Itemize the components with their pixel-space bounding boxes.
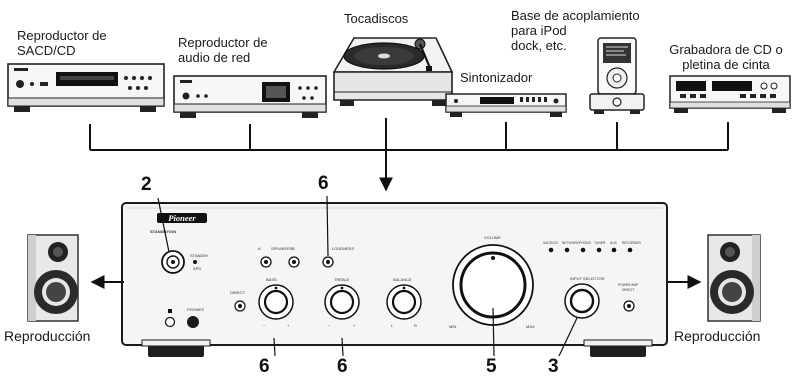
source-label-dock-line1: Base de acoplamiento (511, 8, 640, 23)
source-label-tuner-line1: Sintonizador (460, 70, 533, 85)
source-label-network-line2: audio de red (178, 50, 251, 65)
power-amp-label-2: DIRECT (622, 288, 634, 292)
source-label-sacd-line1: Reproductor de (17, 28, 107, 43)
indicator-label-sacd: SACD/CD (543, 241, 558, 245)
balance-r: R (414, 323, 417, 328)
speaker-a-label: A (258, 246, 261, 251)
cd-cassette-recorder (669, 75, 791, 113)
callout-input-selector: 3 (548, 356, 559, 377)
callout-treble: 6 (337, 356, 348, 377)
dimmer-button[interactable] (164, 316, 176, 328)
output-label-left: Reproducción (4, 328, 91, 344)
bass-label: BASS (266, 277, 277, 282)
brand-logo: Pioneer (168, 213, 196, 223)
speaker-b-label: B (292, 246, 295, 251)
volume-max: MAX (526, 324, 535, 329)
direct-label: DIRECT (230, 290, 245, 295)
indicator-led-phono (580, 247, 586, 253)
indicator-label-recorder: RECORDER (622, 241, 641, 245)
power-amp-label-1: POWER AMP (618, 283, 639, 287)
bass-minus: − (263, 323, 266, 328)
ipod-dock (589, 37, 645, 114)
speakers-label: SPEAKERS (271, 246, 293, 251)
source-label-sacd: Reproductor de SACD/CD (17, 28, 107, 58)
indicator-label-network: NETWORK (562, 241, 580, 245)
indicator-led-aux (611, 247, 617, 253)
indicator-label-tuner: TUNER (594, 241, 606, 245)
treble-plus: + (353, 323, 356, 328)
output-label-right: Reproducción (674, 328, 761, 344)
source-label-network-line1: Reproductor de (178, 35, 268, 50)
input-selector-label: INPUT SELECTOR (570, 276, 605, 281)
indicator-label-aux: AUX (610, 241, 618, 245)
source-label-tuner: Sintonizador (460, 70, 532, 85)
turntable (332, 37, 454, 106)
source-label-recorder: Grabadora de CD o pletina de cinta (656, 42, 796, 72)
network-player (173, 75, 327, 118)
indicator-label-phono: PHONO (579, 241, 592, 245)
source-label-dock-line2: para iPod (511, 23, 567, 38)
balance-label: BALANCE (393, 277, 412, 282)
amplifier: Pioneer STANDBY/ON STANDBY APD PHONES DI… (121, 195, 668, 357)
speaker-left (27, 234, 79, 322)
treble-minus: − (328, 323, 331, 328)
indicator-led-network (564, 247, 570, 253)
source-label-network: Reproductor de audio de red (178, 35, 268, 65)
speaker-right (707, 234, 761, 322)
sacd-player (7, 63, 165, 112)
loudness-label: LOUDNESS (332, 246, 354, 251)
indicator-led-sacd (548, 247, 554, 253)
phones-jack[interactable] (187, 316, 199, 328)
callout-volume: 5 (486, 356, 497, 377)
source-label-recorder-line2: pletina de cinta (682, 57, 770, 72)
bass-plus: + (287, 323, 290, 328)
indicator-led-tuner (596, 247, 602, 253)
balance-l: L (391, 323, 394, 328)
source-label-turntable: Tocadiscos (344, 11, 408, 26)
source-label-dock: Base de acoplamiento para iPod dock, etc… (511, 8, 640, 53)
standby-sub2: APD (193, 266, 201, 271)
connection-lines (89, 118, 729, 192)
standby-sub1: STANDBY (190, 253, 209, 258)
volume-min: MIN (449, 324, 456, 329)
phones-label: PHONES (187, 307, 204, 312)
callout-loudness: 6 (318, 173, 329, 194)
source-label-sacd-line2: SACD/CD (17, 43, 76, 58)
source-label-turntable-line1: Tocadiscos (344, 11, 409, 26)
tuner (445, 93, 567, 117)
indicator-led-recorder (627, 247, 633, 253)
standby-label: STANDBY/ON (150, 229, 176, 234)
source-label-recorder-line1: Grabadora de CD o (669, 42, 783, 57)
treble-label: TREBLE (334, 277, 350, 282)
callout-bass: 6 (259, 356, 270, 377)
input-indicators: SACD/CD NETWORK PHONO TUNER AUX RECORDER (543, 241, 641, 253)
source-label-dock-line3: dock, etc. (511, 38, 567, 53)
volume-label: VOLUME (484, 235, 501, 240)
callout-standby: 2 (141, 174, 152, 195)
